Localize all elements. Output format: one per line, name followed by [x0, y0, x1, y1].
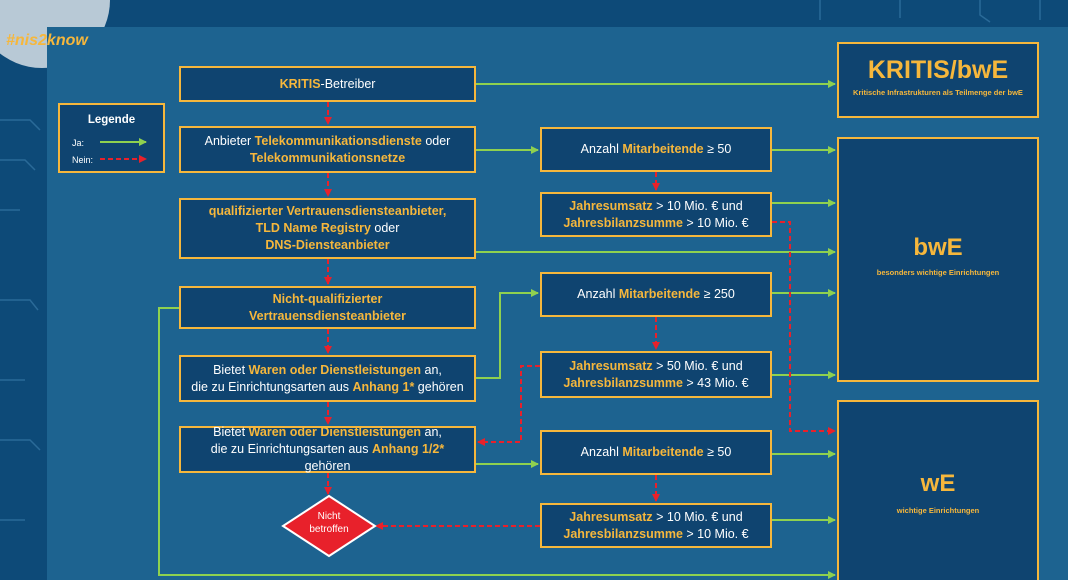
category-kritis-title: KRITIS/bwE	[867, 56, 1009, 84]
text-gehoeren-2: gehören	[304, 459, 351, 473]
category-we-subtitle: wichtige Einrichtungen	[896, 506, 980, 515]
text-jahresumsatz-2: Jahresumsatz	[569, 358, 653, 373]
text-qualifizierter: qualifizierter Vertrauensdiensteanbieter…	[208, 204, 447, 218]
text-anzahl-2: Anzahl	[577, 287, 619, 301]
text-bilanz-wert-3: > 10 Mio. €	[682, 526, 749, 541]
category-we: wE wichtige Einrichtungen	[837, 400, 1039, 580]
text-jahresumsatz: Jahresumsatz	[569, 198, 653, 213]
legend-no-label: Nein:	[72, 155, 94, 165]
text-gehoeren: gehören	[414, 379, 464, 394]
legend-title: Legende	[87, 114, 136, 126]
not-affected-label: Nicht betroffen	[299, 510, 359, 536]
text-an-2: an,	[421, 425, 442, 439]
text-anhang-1: Anhang 1*	[352, 379, 415, 394]
text-jahresumsatz-3: Jahresumsatz	[569, 509, 653, 524]
box-qualifizierter-vda: qualifizierter Vertrauensdiensteanbieter…	[179, 198, 476, 259]
text-mitarbeitende-3: Mitarbeitende	[622, 445, 704, 459]
text-waren-2: Waren oder Dienstleistungen	[248, 425, 422, 439]
text-anhang-1-2: Anhang 1/2*	[371, 442, 445, 456]
text-kritis: KRITIS	[279, 76, 321, 91]
text-umsatz-wert-3: > 10 Mio. € und	[652, 509, 743, 524]
text-threshold-3: ≥ 50	[703, 445, 732, 459]
text-bietet-2: Bietet	[213, 425, 249, 439]
box-mitarbeitende-50-bottom: Anzahl Mitarbeitende ≥ 50	[540, 430, 772, 475]
box-kritis-betreiber: KRITIS-Betreiber	[179, 66, 476, 102]
text-tk-dienste: Telekommunikationsdienste	[254, 133, 422, 148]
text-umsatz-wert-2: > 50 Mio. € und	[652, 358, 743, 373]
yes-arrow-anhang1-to-ma250	[476, 289, 539, 379]
text-tld: TLD Name Registry	[255, 221, 371, 235]
text-umsatz-wert: > 10 Mio. € und	[652, 198, 743, 213]
circuit-lines	[0, 0, 1041, 521]
text-einrichtungsarten-2: die zu Einrichtungsarten aus	[210, 442, 372, 456]
text-an: an,	[421, 362, 442, 377]
box-anhang-1-2: Bietet Waren oder Dienstleistungen an, di…	[179, 425, 476, 473]
text-anbieter: Anbieter	[204, 133, 255, 148]
text-oder: oder	[421, 133, 451, 148]
not-affected-diamond	[281, 494, 377, 558]
text-mitarbeitende: Mitarbeitende	[622, 142, 704, 156]
text-bilanz-wert-2: > 43 Mio. €	[682, 375, 749, 390]
text-einrichtungsarten: die zu Einrichtungsarten aus	[191, 379, 353, 394]
no-arrow-umsatz50-to-anhang12	[477, 365, 540, 446]
text-waren: Waren oder Dienstleistungen	[248, 362, 422, 377]
text-bietet: Bietet	[213, 362, 249, 377]
text-tk-netze: Telekommunikationsnetze	[249, 150, 406, 165]
legend: Legende Ja: Nein:	[58, 103, 165, 173]
text-jahresbilanzsumme-3: Jahresbilanzsumme	[563, 526, 683, 541]
text-mitarbeitende-2: Mitarbeitende	[618, 287, 701, 301]
text-threshold: ≥ 50	[703, 142, 732, 156]
category-bwe-title: bwE	[913, 234, 963, 261]
text-anzahl: Anzahl	[580, 142, 623, 156]
text-dns: DNS-Diensteanbieter	[265, 238, 390, 252]
category-we-title: wE	[920, 470, 956, 497]
text-oder-2: oder	[370, 221, 400, 235]
text-jahresbilanzsumme-2: Jahresbilanzsumme	[563, 375, 683, 390]
not-affected-line2: betroffen	[309, 524, 349, 535]
category-kritis-subtitle: Kritische Infrastrukturen als Teilmenge …	[853, 88, 1023, 97]
box-anhang-1: Bietet Waren oder Dienstleistungen an, di…	[179, 355, 476, 402]
hashtag-label: #nis2know	[6, 32, 88, 49]
text-threshold-2: ≥ 250	[700, 287, 735, 301]
category-bwe-subtitle: besonders wichtige Einrichtungen	[876, 268, 1000, 277]
text-betreiber: -Betreiber	[320, 76, 376, 91]
text-bilanz-wert: > 10 Mio. €	[682, 215, 749, 230]
box-mitarbeitende-250: Anzahl Mitarbeitende ≥ 250	[540, 272, 772, 317]
text-vertrauensdiensteanbieter: Vertrauensdiensteanbieter	[248, 308, 406, 323]
not-affected-line1: Nicht	[317, 511, 341, 522]
text-anzahl-3: Anzahl	[580, 445, 623, 459]
legend-yes-label: Ja:	[72, 138, 85, 148]
text-nicht-qualifizierter: Nicht-qualifizierter	[272, 291, 383, 306]
no-arrow-umsatz10-to-we	[772, 221, 836, 435]
text-jahresbilanzsumme: Jahresbilanzsumme	[563, 215, 683, 230]
box-mitarbeitende-50-top: Anzahl Mitarbeitende ≥ 50	[540, 127, 772, 172]
category-kritis-bwe: KRITIS/bwE Kritische Infrastrukturen als…	[837, 42, 1039, 118]
category-bwe: bwE besonders wichtige Einrichtungen	[837, 137, 1039, 382]
yes-arrow-nichtqual-to-we	[158, 307, 836, 579]
